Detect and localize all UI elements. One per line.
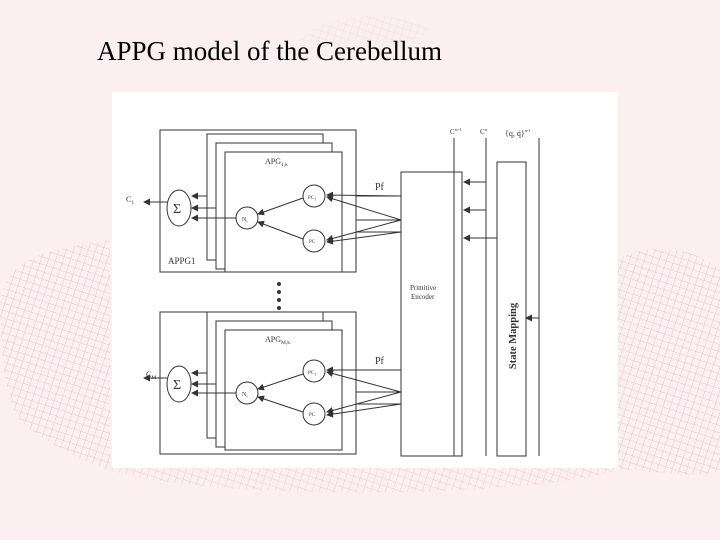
ellipsis-dot-4 [277,306,281,310]
arrow-pf-to-pc1-c [326,370,402,393]
primitive-encoder-label-line1: Primitive [410,284,436,292]
primitive-encoder-box [400,171,463,457]
pc-node-top [302,229,326,253]
state-mapping-label: State Mapping [508,302,519,369]
ni-label-top: Ni [242,217,248,224]
arrow-pf-to-pc1-b [326,191,402,199]
arrow-pc1-to-ni-bottom [257,373,304,391]
sum-symbol-bottom: Σ [173,378,181,393]
pf-label-top: Pf [375,182,385,193]
c1-output-label: C1 [126,195,134,206]
appg-diagram: APG1,k C1 Σ Ni PC1 PC APPG1 Pf APGM,k CM… [126,127,540,457]
pc1-node-top [302,184,326,208]
c-now-label: Cn [480,127,488,136]
apg-mk-label: APGM,k [265,335,290,346]
ellipsis-dot-2 [277,290,281,294]
arrow-pc-to-ni-bottom [257,395,304,413]
state-vector-label: {q, q̇}n-1 [505,128,531,138]
ellipsis-dot-1 [277,282,281,286]
appg1-label: APPG1 [168,256,196,266]
cm-output-label: CM [146,370,156,381]
ni-label-bottom: Ni [242,392,248,399]
pc1-node-bottom [302,359,326,383]
arrow-pf-to-pc1-a [326,195,402,221]
ellipsis-dot-3 [277,298,281,302]
arrow-pc1-to-ni-top [257,197,304,216]
primitive-encoder-label-line2: Encoder [411,293,435,301]
arrow-pf-to-pc-c [326,391,402,414]
pf-label-bottom: Pf [375,356,385,367]
arrow-pf-to-pc-d [326,403,402,418]
pc-node-bottom [302,402,326,426]
pc-label-bottom: PC [309,413,316,418]
appg-diagram-figure: APG1,k C1 Σ Ni PC1 PC APPG1 Pf APGM,k CM… [112,92,618,468]
apg-1k-label: APG1,k [265,157,288,168]
c-next-label: Cn+1 [450,127,462,136]
pc1-label-top: PC1 [308,196,316,202]
pc1-label-bottom: PC1 [308,371,316,377]
state-mapping-box [496,161,527,457]
sum-symbol-top: Σ [173,202,181,217]
arrow-pf-to-pc-b [326,231,402,245]
pc-label-top: PC [309,240,316,245]
arrow-pc-to-ni-top [257,220,304,240]
slide-title: APPG model of the Cerebellum [97,36,442,66]
arrow-pf-to-pc-a [326,219,402,242]
